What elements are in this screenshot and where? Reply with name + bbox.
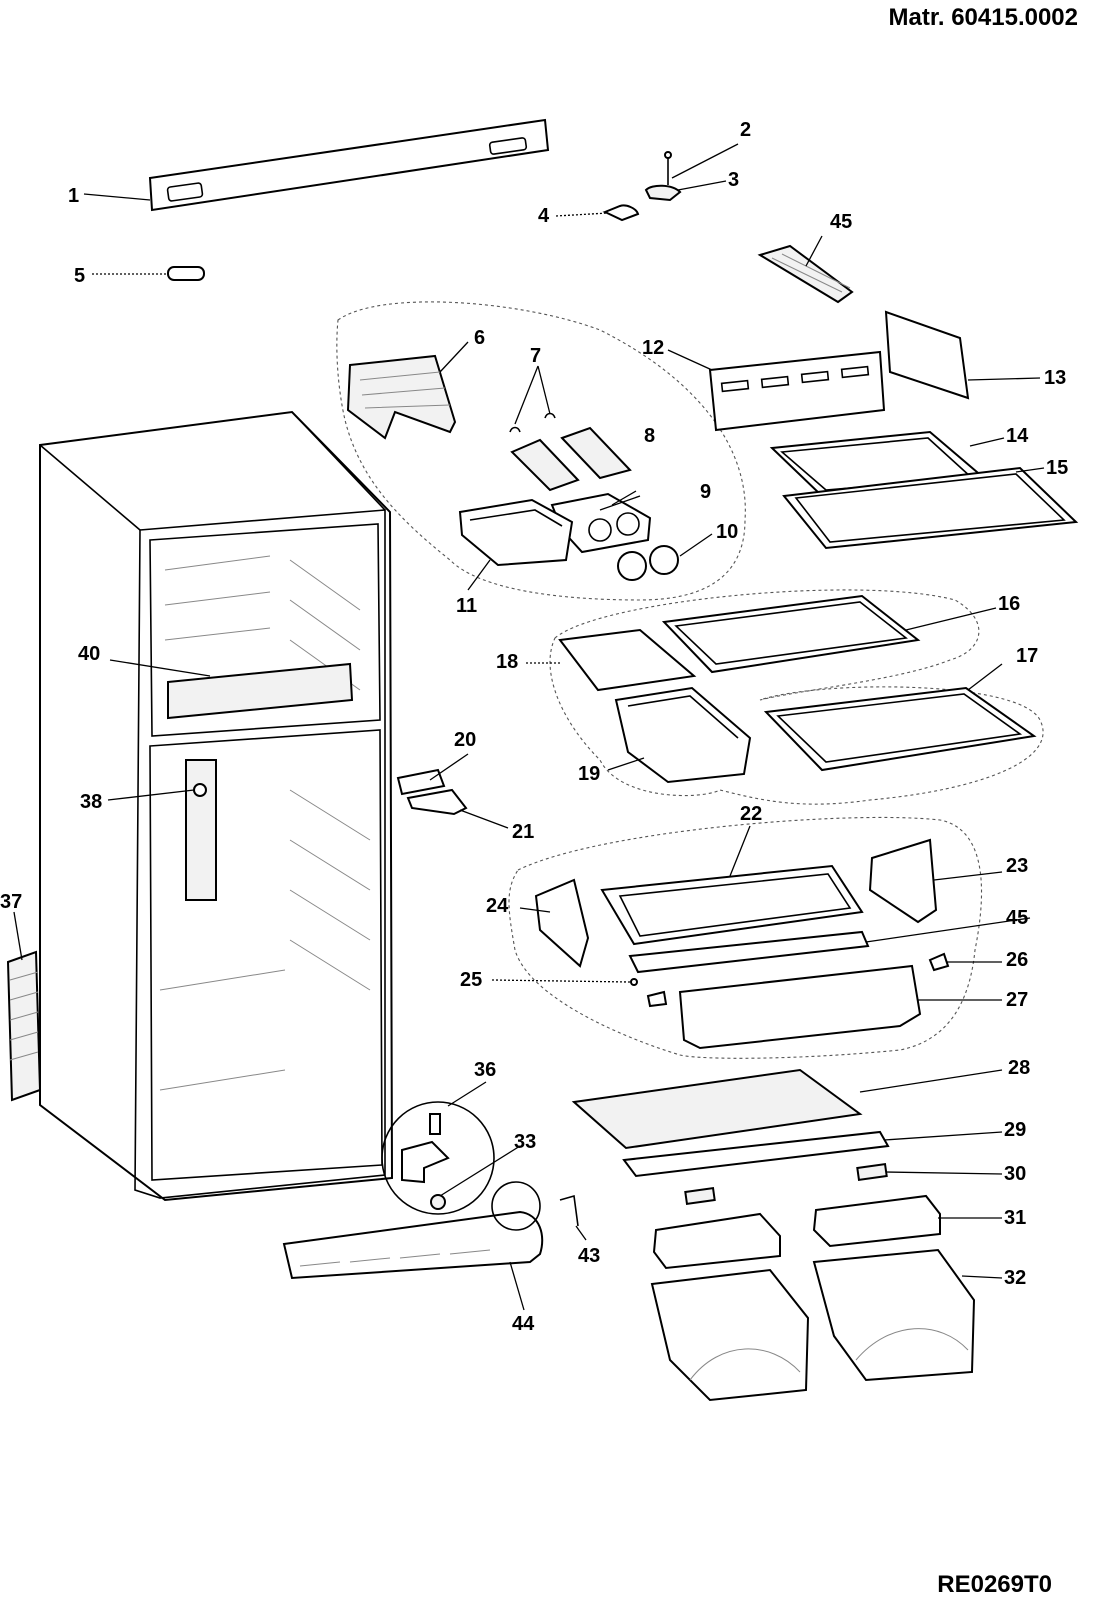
part-43-pin [559,1194,579,1227]
callout-26: 26 [1006,949,1028,971]
part-4-clip [602,204,640,222]
callout-43: 43 [578,1245,600,1267]
callout-37: 37 [0,891,22,913]
part-2-screw [664,151,672,185]
part-6-ice-cage [346,354,457,440]
part-8-ice-trays [510,426,632,492]
callout-29: 29 [1004,1119,1026,1141]
callout-8: 8 [644,425,655,447]
part-45-top-grille [757,244,854,304]
callout-23: 23 [1006,855,1028,877]
part-45-rail [628,930,870,974]
part-10-knobs [617,545,679,581]
callout-4: 4 [538,205,550,227]
callout-45-rail: 45 [1006,907,1028,929]
drawing-reference: RE0269T0 [937,1571,1052,1598]
callout-3: 3 [728,169,739,191]
part-5-lamp-cover [167,266,205,281]
callout-28: 28 [1008,1057,1030,1079]
callout-6: 6 [474,327,485,349]
callout-11: 11 [456,595,477,617]
callout-10: 10 [716,521,738,543]
part-33-36-hinge-detail [381,1101,495,1215]
callout-14: 14 [1006,425,1029,447]
callout-25: 25 [460,969,482,991]
callout-labels: 1 2 3 4 5 6 7 8 9 10 11 12 13 14 15 16 1… [0,119,1068,1335]
callout-24: 24 [486,895,509,917]
callout-19: 19 [578,763,600,785]
part-15-glass-shelf [782,466,1079,550]
part-37-condenser [6,950,42,1102]
freezer-parts-group-outline [336,301,746,601]
part-32-crisper-drawers [650,1248,976,1402]
part-7-pins [509,412,556,433]
callout-12: 12 [642,337,664,359]
callout-30: 30 [1004,1163,1026,1185]
part-29-trim [622,1130,890,1178]
material-number: Matr. 60415.0002 [888,4,1078,31]
callout-1: 1 [68,185,79,207]
part-20-hinge-cover [396,768,446,796]
part-23-bracket [868,838,938,924]
part-12-panel [708,350,886,432]
callout-18: 18 [496,651,518,673]
part-30-clip [684,1162,888,1206]
part-40-air-vent [167,662,354,720]
callout-9: 9 [700,481,711,503]
callout-31: 31 [1004,1207,1026,1229]
part-19-drawer [614,686,752,784]
part-27-door-bin [646,964,922,1050]
leader-lines [13,143,1045,1311]
callout-33: 33 [514,1131,536,1153]
callout-13: 13 [1044,367,1066,389]
callout-22: 22 [740,803,762,825]
callout-38: 38 [80,791,102,813]
callout-17: 17 [1016,645,1038,667]
part-18-drawer-lid [558,628,697,692]
part-13-plate [884,310,970,400]
callout-5: 5 [74,265,85,287]
part-44-kickplate [282,1181,544,1280]
shelf-group-outline [549,589,1044,805]
callout-2: 2 [740,119,751,141]
callout-7: 7 [530,345,541,367]
part-31-drawer-fronts [652,1194,941,1270]
part-3-bracket [644,184,682,202]
callout-40: 40 [78,643,100,665]
part-21-hinge [406,788,468,816]
part-9-ice-bucket [550,492,652,554]
callout-16: 16 [998,593,1020,615]
callout-44: 44 [512,1313,535,1335]
part-1-control-panel [148,118,550,212]
callout-36: 36 [474,1059,496,1081]
part-11-tray [458,498,574,567]
callout-20: 20 [454,729,476,751]
part-16-shelf [661,594,921,674]
callout-21: 21 [512,821,534,843]
part-17-shelf [763,686,1037,772]
part-24-bracket [534,878,590,968]
part-38-lamp [193,783,207,797]
callout-32: 32 [1004,1267,1026,1289]
part-28-glass-plate [571,1068,863,1150]
callout-15: 15 [1046,457,1068,479]
door-bar-group-outline [508,816,983,1059]
part-22-door-shelf [600,864,864,946]
part-25-screw [630,978,638,986]
part-26-stop [928,952,950,972]
callout-45-top: 45 [830,211,852,233]
callout-27: 27 [1006,989,1028,1011]
